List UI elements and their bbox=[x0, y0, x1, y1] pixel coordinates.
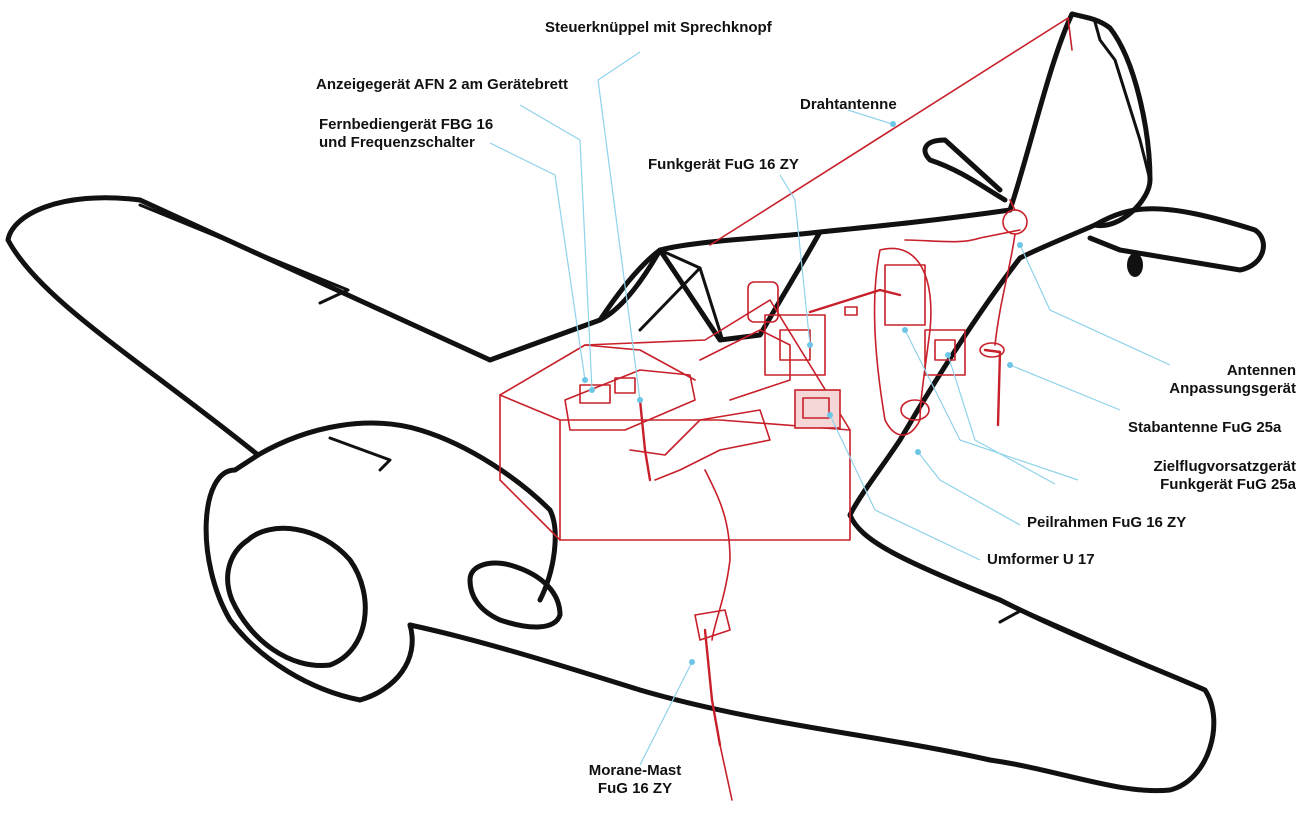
label-stabantenne-text: Stabantenne FuG 25a bbox=[1128, 419, 1282, 436]
instrument-panel bbox=[564, 369, 696, 431]
dot-fug25a bbox=[945, 352, 951, 358]
label-fernbediengeraet: Fernbediengerät FBG 16 und Frequenzschal… bbox=[319, 116, 493, 152]
stick-linkage bbox=[629, 409, 771, 481]
label-funkgeraet-fug16-text: Funkgerät FuG 16 ZY bbox=[648, 156, 799, 173]
fug25a-face bbox=[934, 339, 956, 361]
dot-peilrahmen bbox=[915, 449, 921, 455]
left-aileron bbox=[138, 203, 350, 305]
rudder-line bbox=[1093, 20, 1152, 182]
fuselage-top bbox=[487, 207, 1013, 363]
label-drahtantenne-text: Drahtantenne bbox=[800, 96, 897, 113]
fug16-front bbox=[779, 329, 811, 361]
dot-drahtantenne bbox=[890, 121, 896, 127]
label-steuerknueppel: Steuerknüppel mit Sprechknopf bbox=[545, 19, 772, 37]
peilrahmen-loop bbox=[900, 399, 930, 421]
label-zielflug: Zielflugvorsatzgerät Funkgerät FuG 25a bbox=[1040, 458, 1296, 494]
fuselage-bottom bbox=[847, 222, 1098, 603]
dot-fernbediengeraet bbox=[582, 377, 588, 383]
morane-mount bbox=[694, 609, 731, 641]
right-aileron bbox=[998, 608, 1207, 692]
afn2-indicator bbox=[579, 384, 611, 404]
leader-steuerknueppel bbox=[597, 51, 641, 401]
leader-antennen bbox=[1019, 244, 1171, 366]
label-antennen-anpassungsgeraet: Antennen Anpassungsgerät bbox=[1150, 362, 1296, 398]
label-umformer-text: Umformer U 17 bbox=[987, 551, 1095, 568]
label-morane-line2: FuG 16 ZY bbox=[597, 780, 673, 797]
propeller-spinner bbox=[225, 525, 368, 669]
label-stabantenne: Stabantenne FuG 25a bbox=[1128, 419, 1281, 437]
leader-anzeigegeraet bbox=[519, 104, 593, 391]
label-morane-mast: Morane-Mast FuG 16 ZY bbox=[580, 762, 690, 798]
atu-cable bbox=[994, 233, 1016, 346]
df-loop-box bbox=[884, 264, 926, 326]
dot-anzeigegeraet bbox=[589, 387, 595, 393]
label-peilrahmen: Peilrahmen FuG 16 ZY bbox=[1027, 514, 1186, 532]
dot-morane bbox=[689, 659, 695, 665]
fug16-cable bbox=[808, 288, 902, 314]
whip-antenna bbox=[983, 348, 1002, 427]
leader-drahtantenne bbox=[847, 109, 896, 126]
label-fernbediengeraet-line1: Fernbediengerät FBG 16 bbox=[319, 116, 494, 133]
fug25a-set bbox=[924, 329, 966, 376]
cowling-panel bbox=[328, 436, 392, 472]
fug25a-cabling bbox=[904, 229, 1021, 243]
seat-armor bbox=[699, 329, 791, 401]
canopy bbox=[597, 229, 823, 343]
label-antennen-line1: Antennen bbox=[1226, 362, 1296, 379]
morane-cable bbox=[704, 469, 731, 641]
morane-lower-wire bbox=[719, 744, 733, 801]
control-stick bbox=[638, 398, 652, 482]
label-anzeigegeraet-text: Anzeigegerät AFN 2 am Gerätebrett bbox=[316, 76, 569, 93]
tail-wheel bbox=[1127, 253, 1143, 277]
dot-antennen bbox=[1017, 242, 1023, 248]
leader-zielflug-2 bbox=[947, 354, 1056, 485]
label-zielflug-line2: Funkgerät FuG 25a bbox=[1160, 476, 1296, 493]
engine-cowling bbox=[203, 467, 415, 703]
left-stabiliser bbox=[922, 137, 1008, 203]
fug16-radio-set bbox=[764, 314, 826, 376]
umformer-face bbox=[802, 397, 830, 419]
leader-stabantenne bbox=[1009, 364, 1121, 411]
dot-umformer bbox=[827, 412, 833, 418]
label-funkgeraet-fug16: Funkgerät FuG 16 ZY bbox=[648, 156, 799, 174]
dot-steuerknueppel bbox=[637, 397, 643, 403]
vertical-fin bbox=[1007, 11, 1153, 228]
leader-zielflug bbox=[904, 329, 1079, 481]
label-zielflug-line1: Zielflugvorsatzgerät bbox=[1153, 458, 1296, 475]
label-steuerknueppel-text: Steuerknüppel mit Sprechknopf bbox=[545, 19, 772, 36]
dot-funkgeraet bbox=[807, 342, 813, 348]
whip-antenna-base bbox=[979, 342, 1005, 358]
cowling-intake bbox=[467, 560, 563, 630]
label-umformer: Umformer U 17 bbox=[987, 551, 1095, 569]
label-antennen-line2: Anpassungsgerät bbox=[1169, 380, 1296, 397]
label-peilrahmen-text: Peilrahmen FuG 16 ZY bbox=[1027, 514, 1187, 531]
canopy-frame bbox=[638, 248, 724, 340]
aircraft-outline bbox=[5, 11, 1266, 794]
headrest bbox=[747, 281, 779, 323]
radio-equipment bbox=[499, 17, 1073, 801]
wire-antenna-drop bbox=[1009, 17, 1073, 211]
leader-peilrahmen bbox=[917, 451, 1021, 526]
left-wing bbox=[5, 195, 493, 473]
leader-lines bbox=[489, 51, 1171, 766]
fug16-connector bbox=[844, 306, 858, 316]
morane-mast bbox=[703, 628, 722, 747]
label-drahtantenne: Drahtantenne bbox=[800, 96, 897, 114]
label-anzeigegeraet: Anzeigegerät AFN 2 am Gerätebrett bbox=[316, 76, 568, 94]
leader-morane bbox=[639, 661, 693, 766]
leader-umformer bbox=[829, 414, 981, 561]
fbg16-unit bbox=[614, 377, 636, 394]
label-fernbediengeraet-line2: und Frequenzschalter bbox=[319, 134, 475, 151]
dot-stabantenne bbox=[1007, 362, 1013, 368]
right-stabiliser bbox=[1087, 206, 1266, 273]
leader-funkgeraet bbox=[779, 174, 811, 346]
dot-zielflug bbox=[902, 327, 908, 333]
leader-fernbediengeraet bbox=[489, 142, 586, 381]
wire-antenna-line bbox=[709, 17, 1069, 246]
label-morane-line1: Morane-Mast bbox=[588, 762, 682, 779]
cowling-ring bbox=[255, 420, 558, 603]
